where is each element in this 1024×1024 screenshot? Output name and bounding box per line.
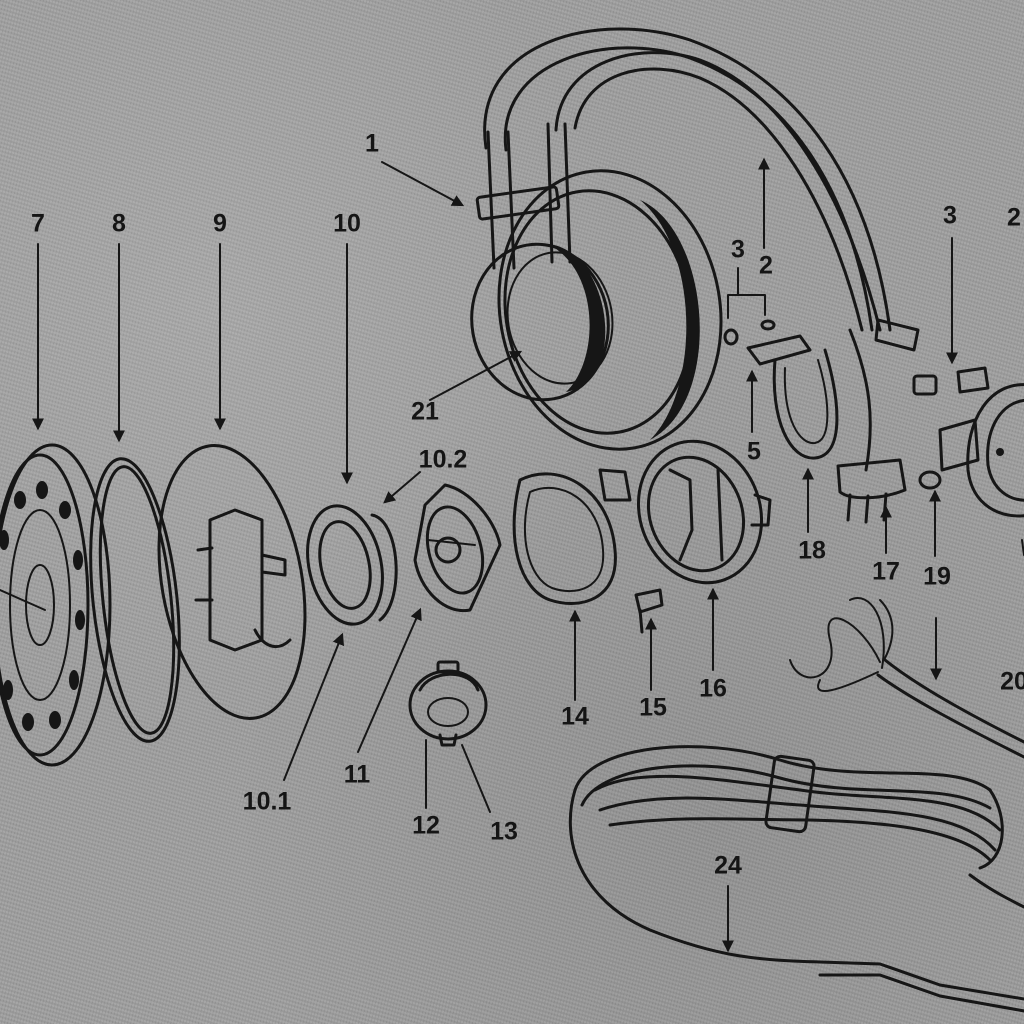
label-part-2-right: 2 (1007, 203, 1021, 232)
label-part-9: 9 (213, 209, 227, 238)
label-part-21: 21 (411, 397, 439, 426)
label-part-15: 15 (639, 693, 667, 722)
coiled-cable (568, 745, 1024, 1013)
part-7-cover-plate (0, 443, 112, 767)
headband-clip-parts (723, 318, 942, 524)
right-earcup-partial (938, 366, 1024, 518)
label-part-10-2: 10.2 (418, 445, 468, 474)
label-part-24: 24 (714, 851, 742, 880)
part-15-clip (634, 588, 664, 634)
part-9-disc (157, 444, 307, 720)
label-part-10: 10 (333, 209, 361, 238)
label-part-16: 16 (699, 674, 727, 703)
label-part-19: 19 (923, 562, 951, 591)
label-part-14: 14 (561, 702, 589, 731)
leader-arrows (32, 157, 1024, 953)
label-part-3-right: 3 (943, 201, 957, 230)
part-10-seal (306, 504, 398, 626)
part-8-ring (89, 457, 181, 743)
part-16-shell (636, 439, 772, 585)
cable-head-wires (789, 597, 1024, 759)
label-part-5: 5 (747, 437, 761, 466)
label-part-11: 11 (343, 760, 371, 789)
label-part-13: 13 (490, 817, 518, 846)
label-part-3: 3 (731, 235, 745, 264)
label-part-10-1: 10.1 (242, 787, 292, 816)
label-part-20: 20 (1000, 667, 1024, 696)
label-part-18: 18 (798, 536, 826, 565)
part-14-housing (512, 468, 632, 605)
headphone-assembly (470, 27, 892, 451)
label-part-7: 7 (31, 209, 45, 238)
label-part-8: 8 (112, 209, 126, 238)
label-part-12: 12 (412, 811, 440, 840)
part-12-13-capsule (408, 660, 488, 747)
label-part-1: 1 (365, 129, 379, 158)
label-part-17: 17 (872, 557, 900, 586)
part-11-driver (413, 483, 502, 613)
label-part-2: 2 (759, 251, 773, 280)
